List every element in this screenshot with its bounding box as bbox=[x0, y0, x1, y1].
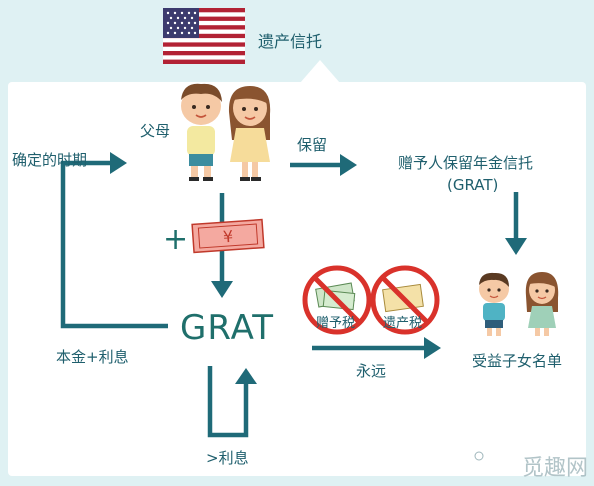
label-fixed-period: 确定的时期 bbox=[12, 151, 88, 169]
label-principal-interest: 本金+利息 bbox=[56, 348, 129, 366]
diagram-title: 遗产信托 bbox=[258, 32, 323, 51]
label-estate-tax: 遗产税 bbox=[383, 316, 423, 331]
label-forever: 永远 bbox=[356, 362, 387, 380]
plus-sign: + bbox=[163, 222, 189, 257]
parents-illustration bbox=[181, 83, 271, 181]
label-gt-interest: >利息 bbox=[206, 449, 249, 467]
beneficiaries-illustration bbox=[479, 272, 559, 336]
label-beneficiaries: 受益子女名单 bbox=[472, 352, 563, 370]
money-yuan-symbol: ¥ bbox=[222, 227, 233, 247]
label-grat-abbr: (GRAT) bbox=[447, 176, 499, 194]
watermark-logo-icon bbox=[474, 451, 484, 461]
gift-tax-ban-icon bbox=[302, 265, 372, 335]
interest-loop-arrowhead bbox=[235, 368, 257, 384]
us-flag-icon bbox=[163, 8, 245, 64]
label-grat-full: 赠予人保留年金信托 bbox=[398, 154, 534, 172]
interest-loop-line bbox=[207, 366, 249, 438]
label-gift-tax: 赠予税 bbox=[316, 316, 356, 331]
watermark-text: 觅趣网 bbox=[521, 456, 588, 481]
forever-arrowhead bbox=[424, 337, 441, 359]
estate-tax-ban-icon bbox=[370, 265, 440, 335]
grat-to-beneficiaries-arrowhead bbox=[505, 238, 527, 255]
panel-notch bbox=[300, 60, 340, 83]
label-parents: 父母 bbox=[140, 122, 171, 140]
label-retain: 保留 bbox=[297, 136, 328, 154]
money-icon: ¥ bbox=[191, 218, 265, 254]
retain-arrowhead bbox=[340, 154, 357, 176]
left-loop-arrowhead bbox=[110, 152, 127, 174]
left-loop-line bbox=[60, 160, 168, 329]
parents-to-grat-arrowhead bbox=[211, 281, 233, 298]
grat-label: GRAT bbox=[180, 308, 274, 348]
